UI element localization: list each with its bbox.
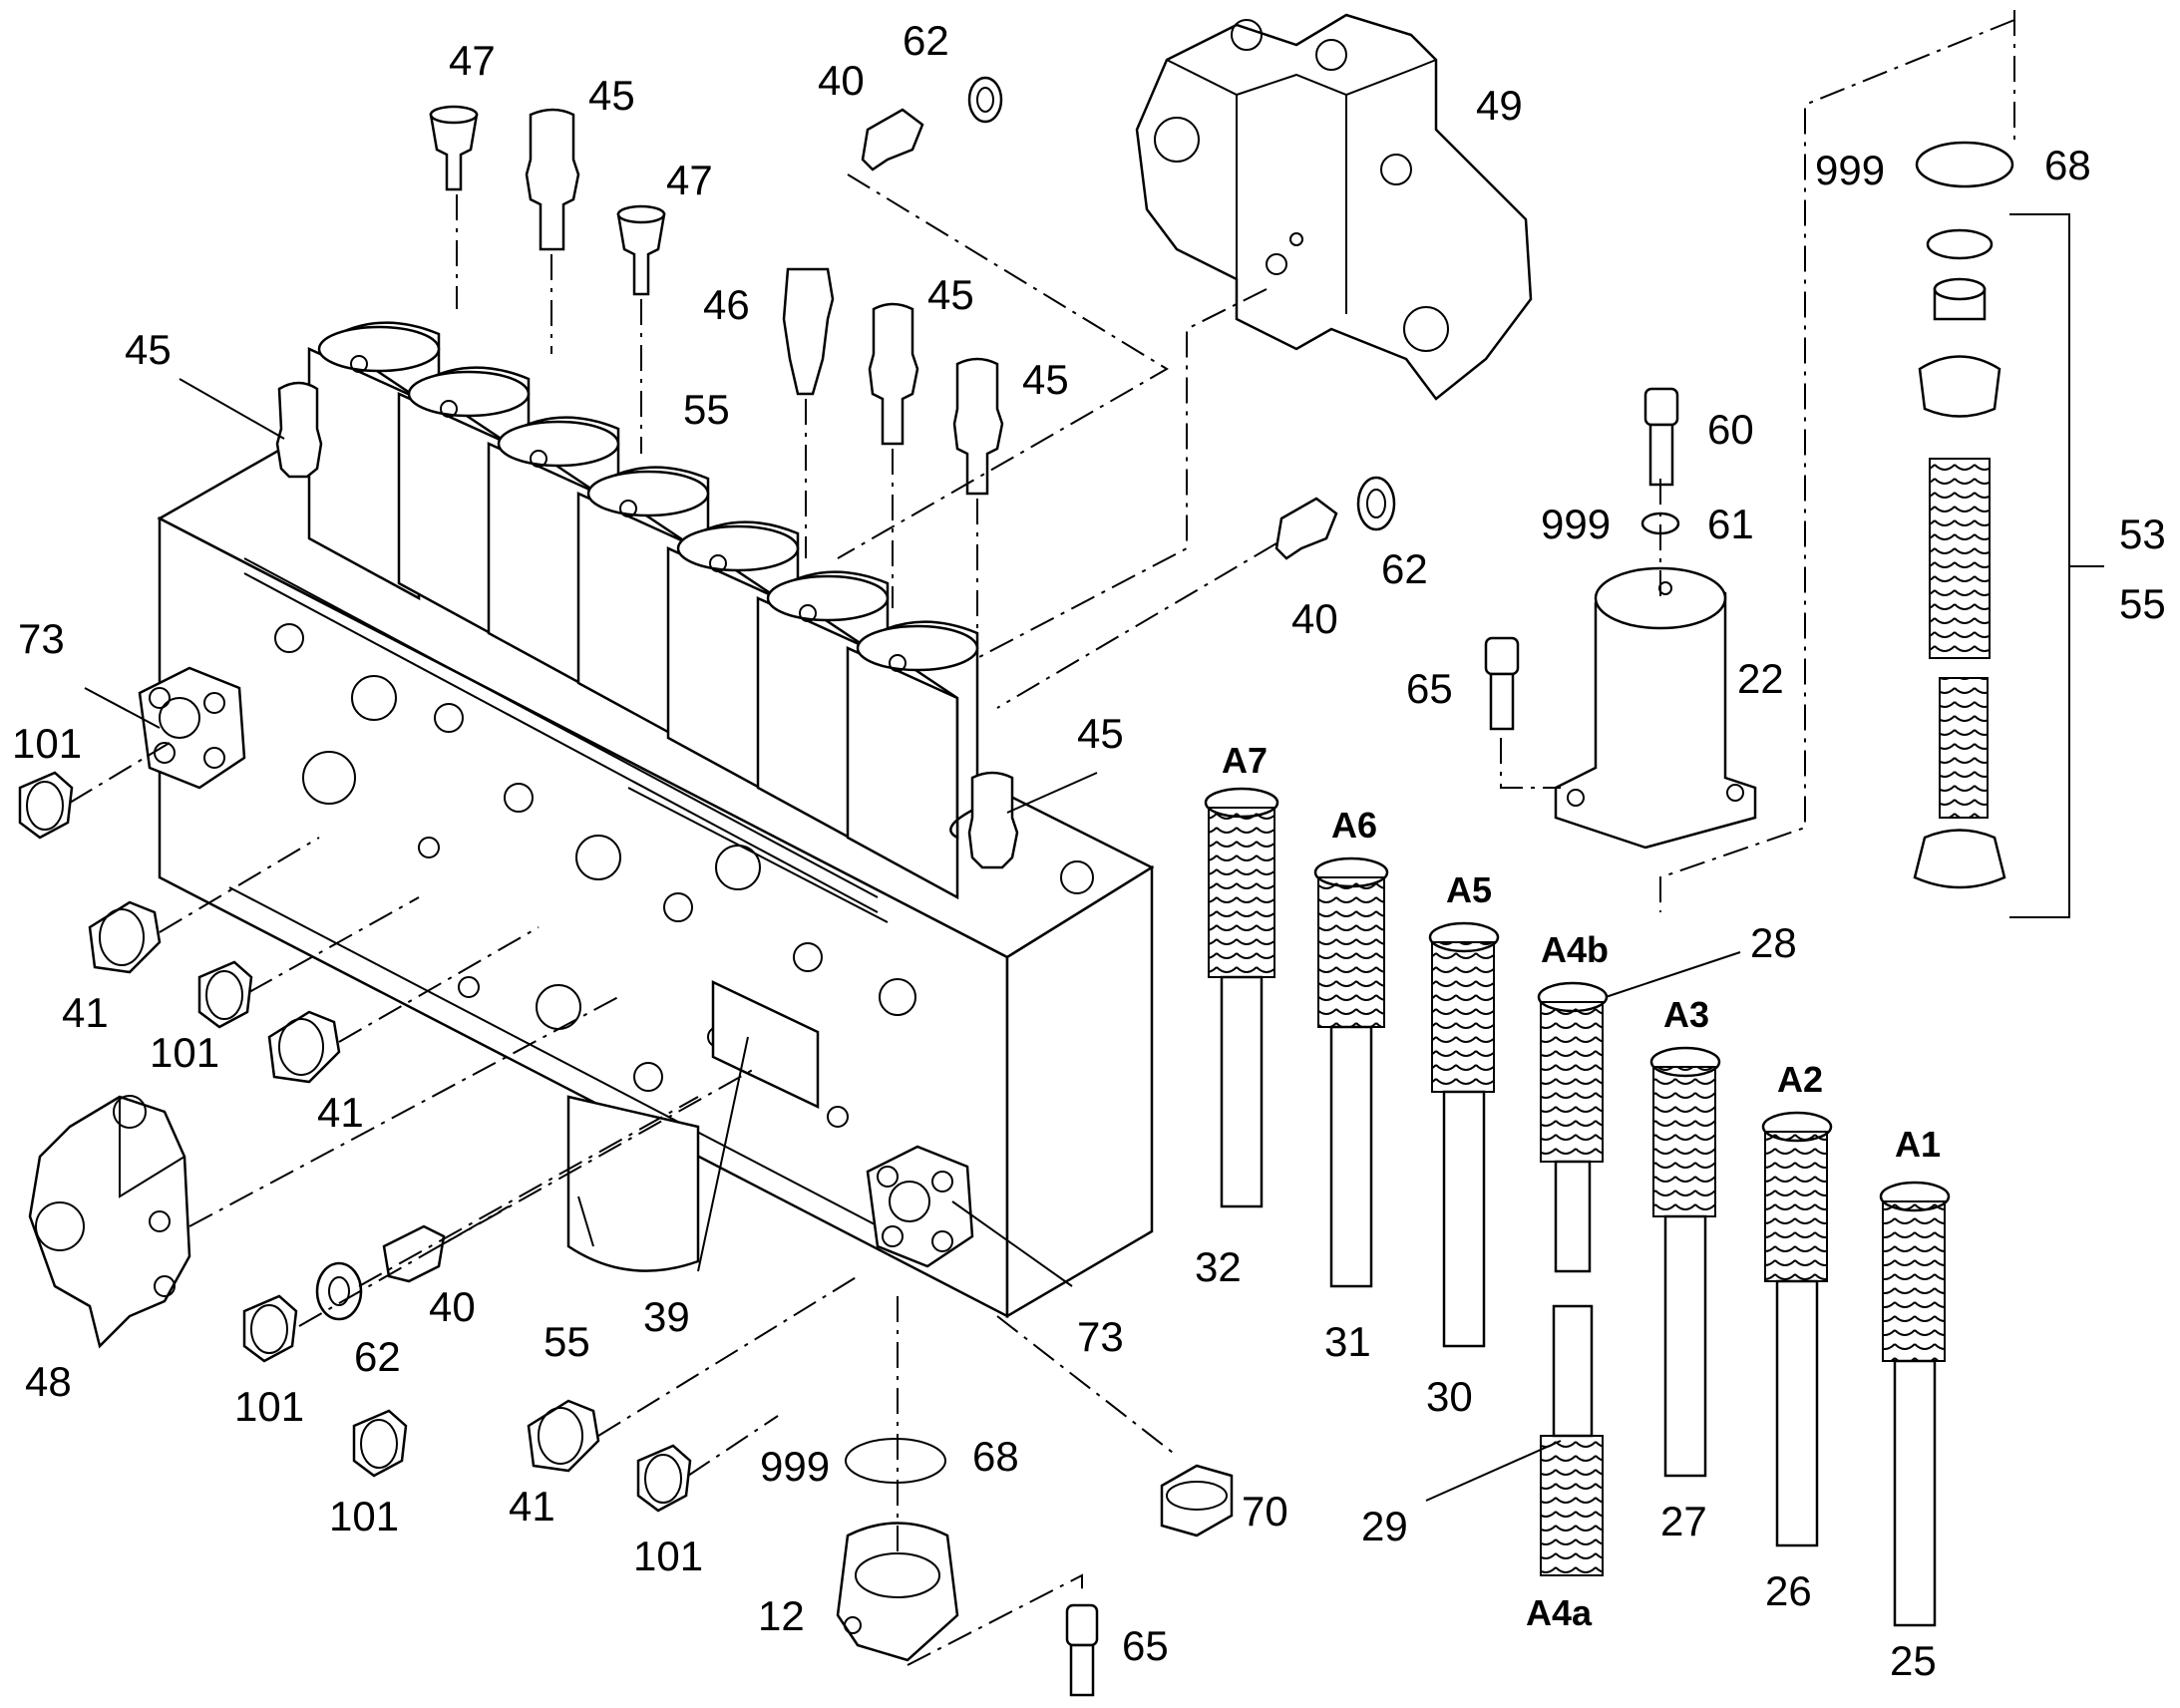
callouts: 47 45 47 45 55 46 45 45 40 62 49 999 68 … [12,17,2166,1684]
callout-101c: 101 [234,1383,304,1430]
spool-label-a6: A6 [1331,805,1377,846]
callout-55c: 55 [544,1318,590,1365]
spool-label-a4a: A4a [1526,1592,1593,1633]
solenoid-22 [1554,566,1757,850]
callout-49: 49 [1476,82,1523,129]
callout-47b: 47 [666,157,713,203]
top-fittings [275,105,1019,869]
assembly-lines [69,10,2015,1666]
spool-a4a [1540,1304,1604,1576]
solenoid-cylinders [307,321,979,900]
end-cover-73-right [866,1145,974,1268]
callout-29: 29 [1361,1503,1408,1549]
callout-999a: 999 [1815,147,1885,193]
callout-101e: 101 [633,1533,703,1579]
spool-a5 [1428,921,1500,1348]
callout-22: 22 [1737,655,1784,702]
spool-label-a4b: A4b [1541,929,1609,970]
bolt-65-side [1484,636,1520,731]
callout-101a: 101 [12,720,82,767]
callout-41c: 41 [509,1483,555,1530]
spool-label-a2: A2 [1777,1059,1823,1100]
bolt-65-bottom [1065,1603,1099,1697]
callout-41b: 41 [317,1089,364,1136]
bolt-60 [1643,387,1679,487]
callout-45b: 45 [125,326,172,373]
callout-48: 48 [25,1358,72,1405]
callout-31: 31 [1324,1318,1371,1365]
callout-101b: 101 [150,1029,219,1076]
spool-a2 [1761,1111,1833,1547]
callout-61: 61 [1707,501,1754,547]
spring-stack-53 [1913,141,2104,918]
spool-labels: A7 A6 A5 A4b A3 A2 A1 A4a [1222,740,1941,1633]
callout-40a: 40 [818,57,865,104]
callout-45d: 45 [1022,356,1069,403]
side-plugs [18,771,1234,1537]
callout-62a: 62 [903,17,949,64]
callout-53: 53 [2119,511,2166,557]
callout-68b: 68 [972,1433,1019,1480]
cap-12 [836,1438,959,1662]
callout-47a: 47 [449,37,496,84]
callout-41a: 41 [62,989,109,1036]
callout-32: 32 [1195,1243,1242,1290]
callout-28: 28 [1750,919,1797,966]
spool-label-a7: A7 [1222,740,1268,781]
callout-40b: 40 [1291,595,1338,642]
callout-68a: 68 [2044,142,2091,188]
spool-label-a1: A1 [1895,1124,1941,1165]
callout-70: 70 [1242,1488,1288,1535]
callout-65a: 65 [1406,665,1453,712]
spool-label-a5: A5 [1446,869,1492,910]
spool-a6 [1313,856,1389,1288]
callout-62c: 62 [354,1333,401,1380]
top-orifice-set [861,76,1396,560]
callout-27: 27 [1660,1498,1707,1544]
spools [1204,787,1951,1627]
spool-a7 [1204,787,1279,1208]
callout-999b: 999 [1541,501,1611,547]
callout-73b: 73 [1077,1313,1124,1360]
callout-45c: 45 [927,271,974,318]
end-cover-73-left [138,666,246,790]
callout-999c: 999 [760,1443,830,1490]
spool-label-a3: A3 [1663,994,1709,1035]
callout-25: 25 [1890,1637,1937,1684]
callout-55a: 55 [683,386,730,433]
callout-62b: 62 [1381,545,1428,592]
callout-65b: 65 [1122,1622,1169,1669]
callout-101d: 101 [329,1493,399,1539]
callout-60: 60 [1707,406,1754,453]
body-ports [274,623,1094,1128]
callout-12: 12 [758,1592,805,1639]
callout-46: 46 [703,281,750,328]
manifold-block-49 [1135,13,1533,401]
callout-30: 30 [1426,1373,1473,1420]
leader-lines [84,378,1741,1502]
callout-26: 26 [1765,1567,1812,1614]
callout-45a: 45 [588,72,635,119]
callout-73a: 73 [18,615,65,662]
callout-55b: 55 [2119,580,2166,627]
callout-45e: 45 [1077,710,1124,757]
callout-40c: 40 [429,1283,476,1330]
spool-a1 [1879,1181,1951,1627]
block-48 [28,1095,191,1349]
callout-39: 39 [643,1293,690,1340]
spool-a4b [1537,981,1609,1273]
spool-a3 [1649,1046,1721,1478]
